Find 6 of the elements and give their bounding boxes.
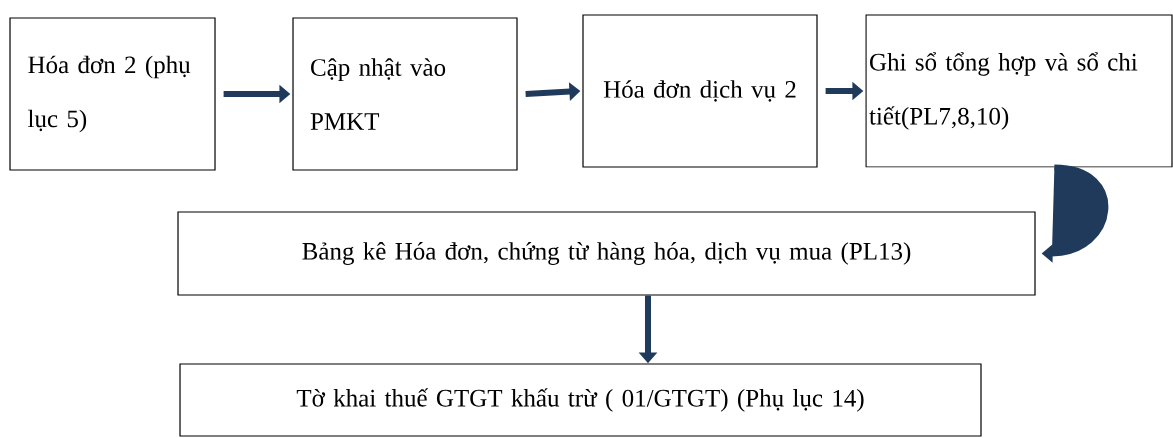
process-box: Bảng kê Hóa đơn, chứng từ hàng hóa, dịch vụ mua (PL13) [177, 211, 1036, 296]
process-box: Tờ khai thuế GTGT khấu trừ ( 01/GTGT) (Phụ lục 14) [179, 363, 982, 437]
process-box: Hóa đơn dịch vụ 2 [582, 14, 818, 168]
process-box: Hóa đơn 2 (phụ lục 5) [9, 17, 216, 171]
process-box: Cập nhật vào PMKT [292, 17, 518, 171]
process-box: Ghi sổ tổng hợp và sổ chi tiết(PL7,8,10) [865, 14, 1173, 168]
